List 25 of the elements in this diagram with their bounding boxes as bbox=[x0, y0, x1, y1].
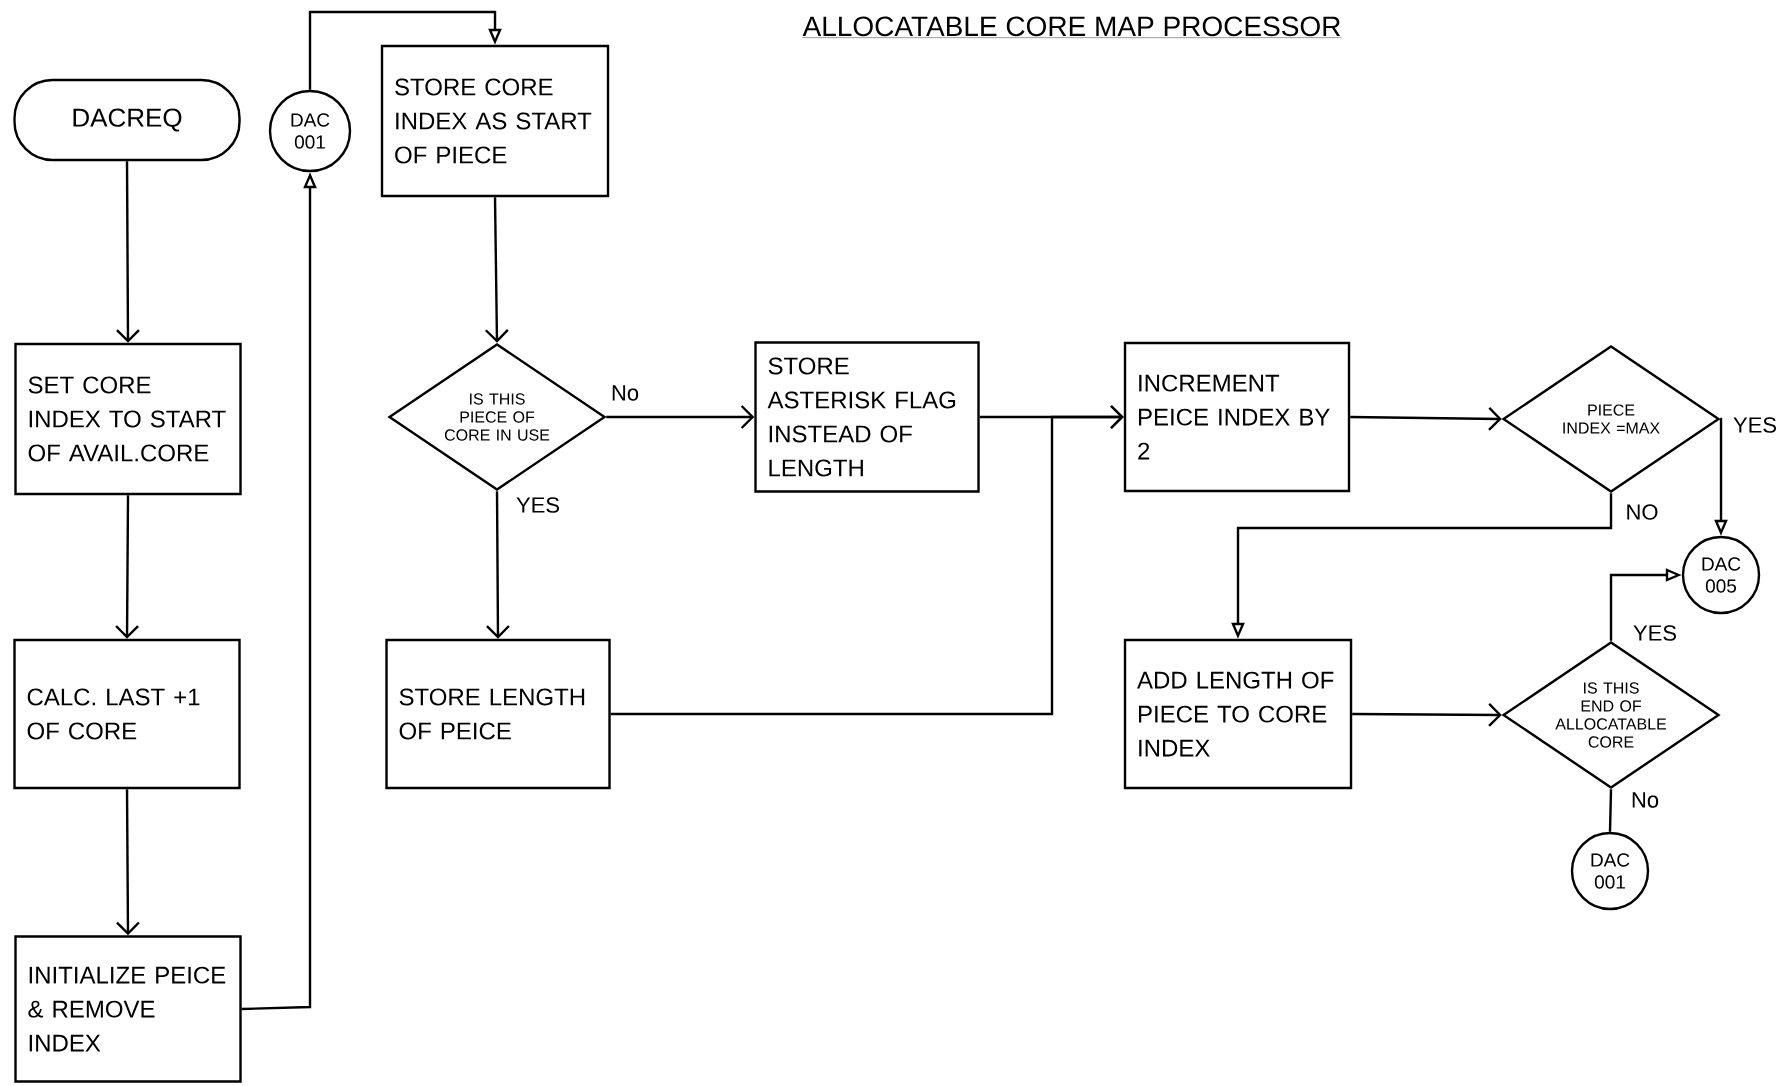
arrow bbox=[606, 405, 755, 429]
arrow bbox=[486, 491, 510, 639]
title: ALLOCATABLE CORE MAP PROCESSOR bbox=[802, 16, 1342, 38]
arrow bbox=[485, 197, 509, 343]
edge-label: YES bbox=[1631, 623, 1679, 643]
process-box: INITIALIZE PEICE & REMOVE INDEX bbox=[14, 935, 242, 1083]
arrow bbox=[308, 10, 502, 90]
process-box: CALC. LAST +1 OF CORE bbox=[13, 638, 241, 790]
edge-label: NO bbox=[1623, 502, 1661, 522]
process-box: STORE ASTERISK FLAG INSTEAD OF LENGTH bbox=[754, 341, 980, 493]
arrow bbox=[116, 161, 140, 343]
edge-label: No bbox=[608, 383, 642, 403]
edge-label: YES bbox=[1731, 415, 1779, 435]
process-box: STORE LENGTH OF PEICE bbox=[385, 638, 611, 790]
process-box: ADD LENGTH OF PIECE TO CORE INDEX bbox=[1123, 638, 1353, 790]
arrow bbox=[1350, 407, 1502, 431]
arrow bbox=[116, 789, 140, 936]
arrow bbox=[115, 495, 139, 639]
process-box: INCREMENT PEICE INDEX BY 2 bbox=[1123, 341, 1351, 493]
edge-label: YES bbox=[514, 495, 562, 515]
process-box: STORE CORE INDEX AS START OF PIECE bbox=[380, 44, 610, 198]
arrow bbox=[1352, 703, 1502, 727]
edge-label: No bbox=[1628, 790, 1662, 810]
process-box: SET CORE INDEX TO START OF AVAIL.CORE bbox=[14, 342, 242, 496]
arrow bbox=[610, 405, 1124, 716]
